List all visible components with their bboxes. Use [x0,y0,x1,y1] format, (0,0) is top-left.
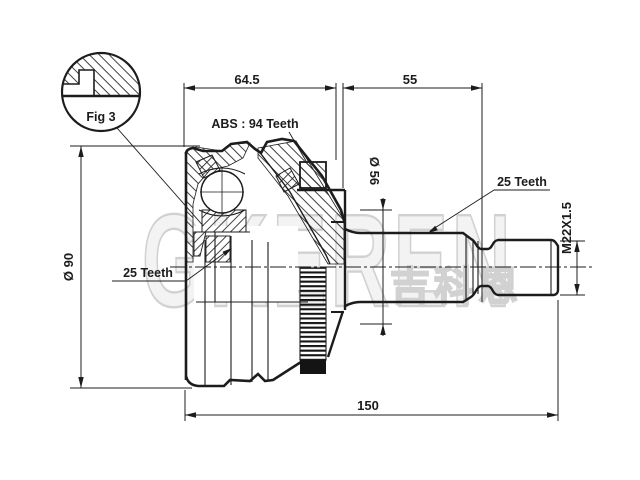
abs-ring-base [300,360,326,374]
bell-mouth-inner-edge [257,149,331,265]
ball-track-upper-arc [198,167,246,175]
dim-width-right: 55 [403,72,417,87]
inner-spline-arrow [222,248,232,256]
fig3-label: Fig 3 [86,110,115,124]
outer-spline-label: 25 Teeth [497,175,547,189]
callout-labels: ABS : 94 Teeth 25 Teeth 25 Teeth [112,117,550,282]
dimension-arrows [78,85,580,418]
abs-ring-section-hatch [299,161,327,189]
dimension-lines [70,83,585,421]
inner-spline-label: 25 Teeth [123,266,173,280]
fig3-detail-callout: Fig 3 [60,51,214,238]
abs-teeth-label: ABS : 94 Teeth [211,117,298,131]
cage-section-right-hatch [275,167,300,193]
outer-spline-leader [429,189,495,232]
abs-teeth-leader [288,131,307,162]
fig3-section-profile [62,53,140,98]
dim-thread-spec: M22X1.5 [559,202,574,254]
ball-track-lower-arc [198,209,246,217]
bell-top-contour [184,137,347,225]
dim-outer-diameter: Ø 90 [61,253,76,281]
dim-total-length: 150 [357,398,379,413]
bell-bottom-mouth-edge [326,310,345,358]
inner-spline-leader [185,248,231,282]
bell-bottom-contour [184,360,302,388]
shaft [344,227,560,308]
outer-spline-arrow [428,225,438,233]
dim-inner-diameter: Ø 56 [367,157,382,185]
inner-race-spline-hatch-a [193,231,207,257]
dim-width-left: 64.5 [234,72,259,87]
shaft-outline [344,227,560,308]
fig3-circle [60,51,142,133]
abs-tooth-ring [299,161,327,374]
cv-joint-body [184,137,347,388]
abs-ring-teeth-band [299,267,327,361]
